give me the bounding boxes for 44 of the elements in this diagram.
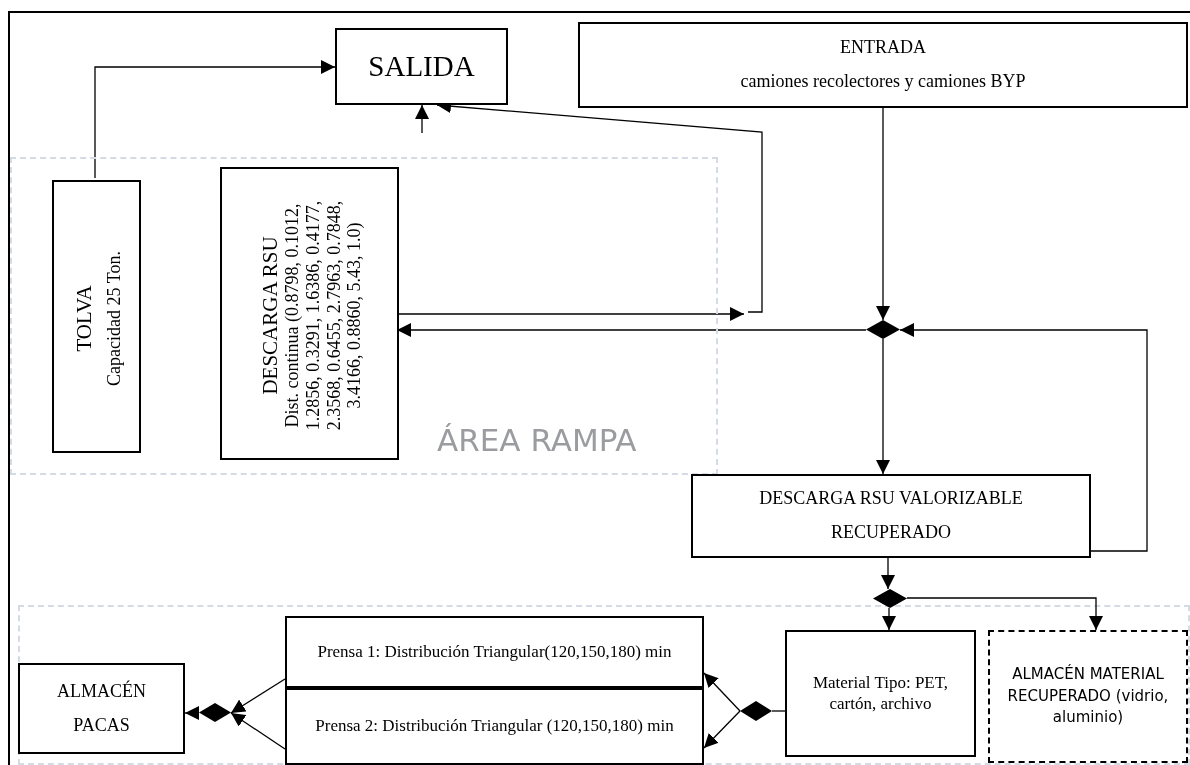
node-text: Capacidad 25 Ton.: [104, 251, 125, 386]
node-text: Prensa 2: Distribución Triangular (120,150,180) min: [315, 716, 674, 737]
arrow: [906, 597, 1103, 631]
node-text: DESCARGA RSU VALORIZABLE: [759, 488, 1023, 510]
storage-box: [18, 663, 185, 754]
process-box: [578, 22, 1188, 108]
diamond-junction: [199, 703, 231, 722]
process-box: [691, 474, 1091, 558]
process-box: [335, 28, 508, 105]
process-box: [285, 616, 704, 688]
node-text: ENTRADA: [840, 37, 926, 59]
node-text: PACAS: [73, 714, 130, 737]
process-box: [785, 630, 976, 757]
arrow: [94, 60, 336, 179]
node-text: ÁREA RAMPA: [437, 421, 637, 460]
arrow: [230, 678, 286, 714]
diamond-junction: [866, 320, 900, 339]
arrow: [881, 557, 895, 590]
node-text: Prensa 1: Distribución Triangular(120,150,180) min: [317, 641, 672, 663]
arrow: [882, 607, 896, 631]
node-text: camiones recolectores y camiones BYP: [740, 71, 1026, 93]
arrow: [876, 107, 890, 321]
node-text: TOLVA: [72, 285, 97, 352]
process-box: [220, 167, 399, 460]
diamond-junction: [740, 701, 772, 721]
process-box: [52, 180, 141, 453]
arrow: [899, 323, 1148, 552]
arrow: [703, 672, 741, 712]
arrow: [184, 706, 200, 720]
zone-area: [10, 157, 718, 475]
arrow: [230, 712, 286, 750]
process-box: [285, 688, 704, 765]
node-text: Material Tipo: PET, cartón, archivo: [811, 673, 950, 714]
node-text: RECUPERADO: [831, 522, 951, 544]
storage-box: [988, 630, 1188, 763]
node-text: ALMACÉN: [57, 680, 146, 703]
node-text: Dist. continua (0.8798, 0.1012, 1.2856, 0.3291, 1.6386, 0.4177, 2.3568, 0.6455, 2.7963, 0.7848, 3.4166, 0.8860, 5.43, 1.0): [282, 199, 365, 433]
node-text: ALMACÉN MATERIAL RECUPERADO (vidrio, aluminio): [1006, 663, 1170, 729]
arrow: [876, 338, 890, 475]
arrow: [415, 104, 429, 134]
node-text: DESCARGA RSU: [258, 236, 283, 395]
diamond-junction: [873, 589, 907, 608]
arrow: [703, 710, 741, 749]
node-text: SALIDA: [368, 49, 475, 84]
